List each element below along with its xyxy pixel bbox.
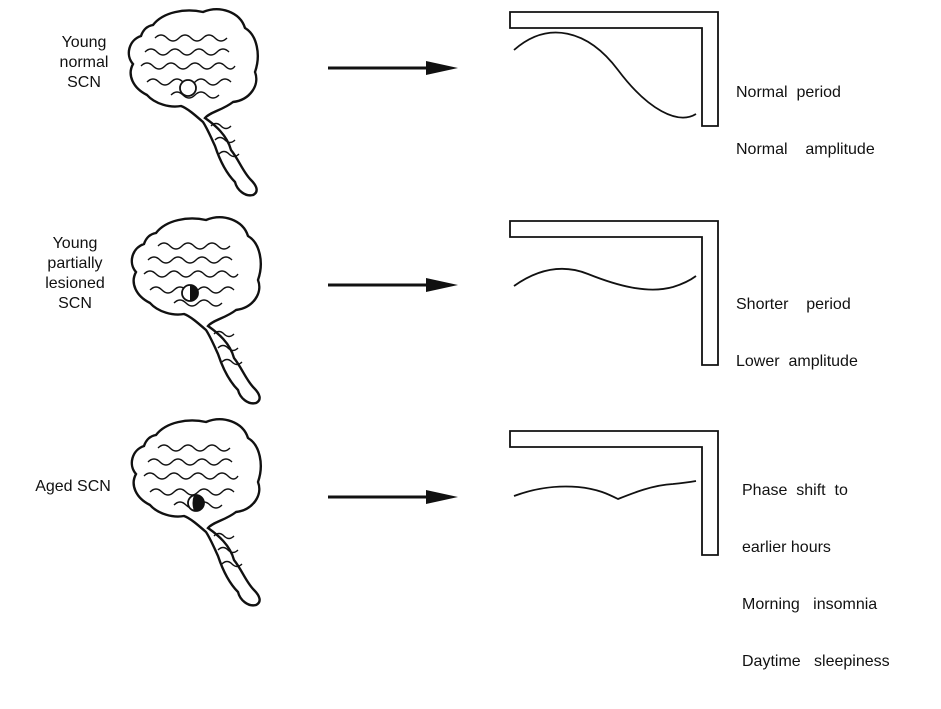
arrow-icon — [328, 61, 458, 75]
brain-icon — [130, 216, 262, 405]
row-label: Aged SCN — [35, 478, 111, 495]
brain-icon — [130, 418, 262, 607]
row-description: Phase shift to earlier hours Morning ins… — [742, 482, 890, 670]
arrow-icon — [328, 278, 458, 292]
row-description: Normal period Normal amplitude — [736, 84, 875, 158]
row-young-normal: Young normal SCN Normal period Normal am… — [0, 0, 941, 200]
rhythm-chart — [509, 11, 719, 127]
row-description: Shorter period Lower amplitude — [736, 296, 858, 370]
rhythm-chart — [509, 220, 719, 366]
arrow-icon — [328, 490, 458, 504]
row-label: Young normal SCN — [59, 34, 109, 91]
row-label: Young partially lesioned SCN — [45, 235, 105, 312]
scn-aging-diagram: Young normal SCN Normal period Normal am… — [0, 0, 941, 670]
brain-icon — [127, 8, 259, 197]
row-aged: Aged SCN Phase shift to earlier hours Mo… — [0, 410, 941, 670]
row-young-partially-lesioned: Young partially lesioned SCN Shorter per… — [0, 200, 941, 410]
rhythm-chart — [509, 430, 719, 556]
